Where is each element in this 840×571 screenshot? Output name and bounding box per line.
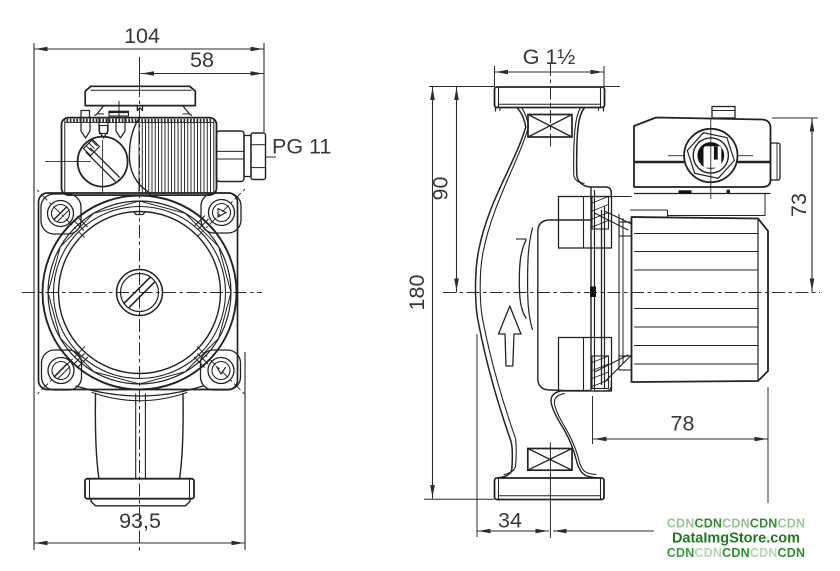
svg-text:90: 90	[429, 177, 453, 201]
svg-text:104: 104	[124, 24, 160, 48]
svg-text:CDNCDNCDNCDNCDN: CDNCDNCDNCDNCDN	[667, 546, 805, 560]
svg-text:34: 34	[498, 509, 522, 533]
svg-text:G 1½: G 1½	[523, 45, 576, 69]
svg-text:180: 180	[405, 275, 429, 311]
svg-text:73: 73	[787, 193, 811, 217]
svg-text:78: 78	[671, 412, 695, 436]
svg-text:58: 58	[190, 48, 214, 72]
svg-text:93,5: 93,5	[119, 509, 161, 533]
svg-text:PG 11: PG 11	[272, 135, 331, 159]
svg-text:CDNCDNCDNCDNCDN: CDNCDNCDNCDNCDN	[667, 517, 805, 531]
svg-text:DataImgStore.com: DataImgStore.com	[672, 531, 800, 547]
